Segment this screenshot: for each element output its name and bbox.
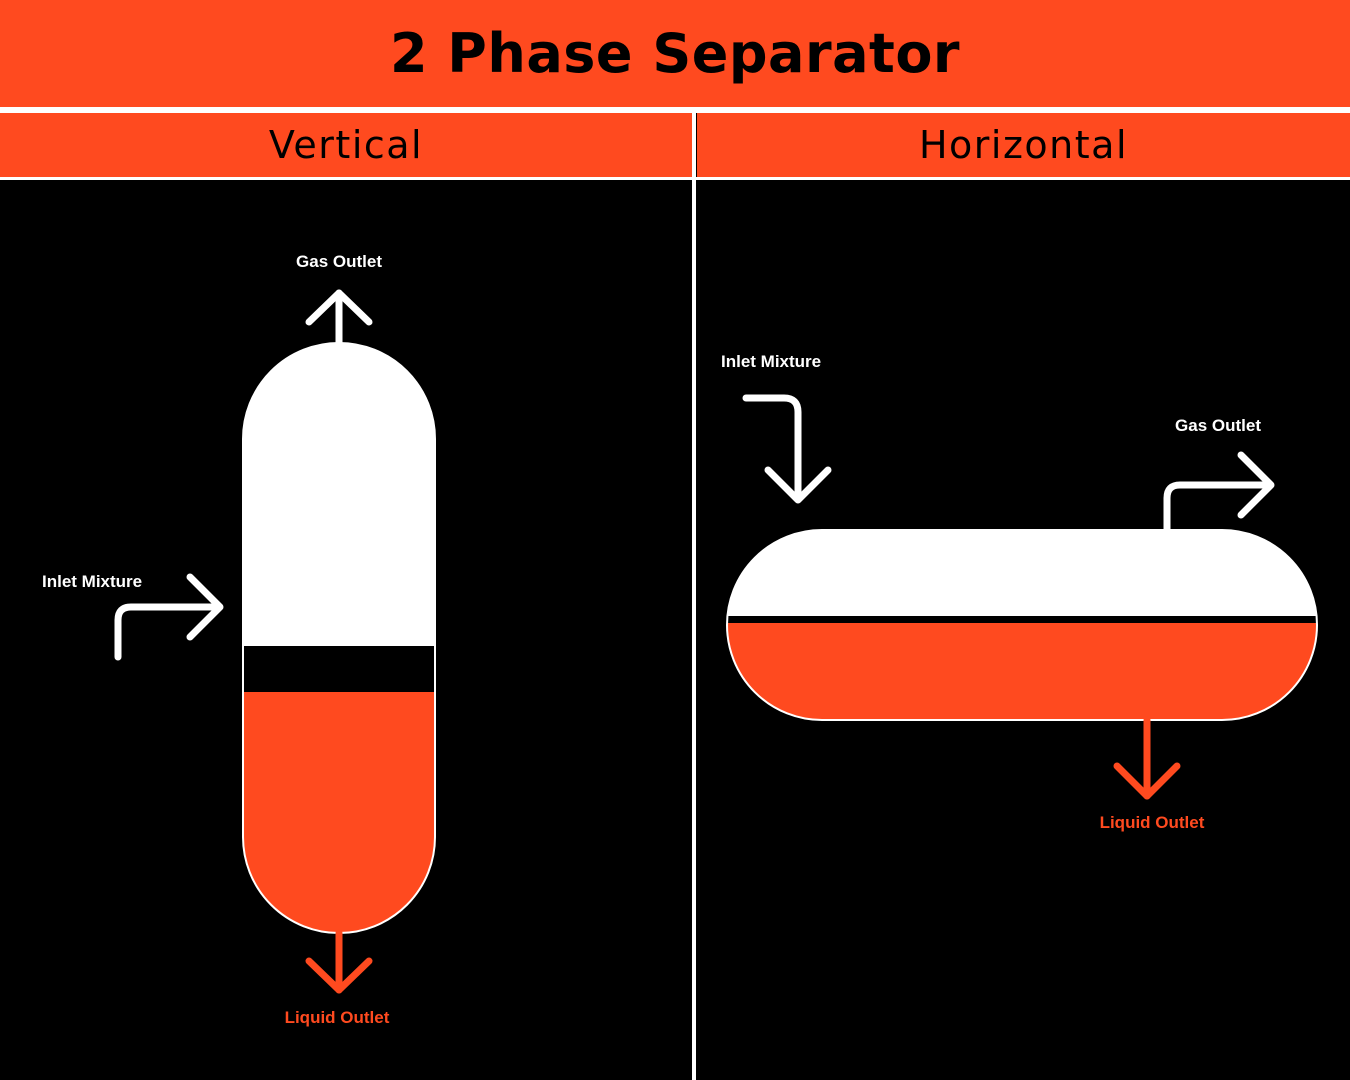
gas-outlet-label: Gas Outlet — [1175, 416, 1261, 435]
horizontal-separator-diagram: Inlet Mixture Gas Outlet Liquid Outlet — [696, 180, 1350, 1080]
divider-top — [0, 107, 1350, 113]
divider-header — [0, 177, 1350, 180]
inlet-label: Inlet Mixture — [42, 572, 142, 591]
vessel-outline — [726, 529, 1318, 721]
divider-column — [692, 113, 696, 1080]
page-title: 2 Phase Separator — [389, 22, 961, 85]
panel-header-horizontal: Horizontal — [697, 113, 1350, 177]
interface-band — [243, 646, 435, 692]
liquid-outlet-arrow — [1113, 716, 1181, 800]
inlet-arrow — [742, 394, 832, 504]
horizontal-separator-svg: Inlet Mixture Gas Outlet Liquid Outlet — [721, 352, 1318, 832]
liquid-zone — [243, 692, 435, 933]
panel-title-vertical: Vertical — [268, 123, 424, 167]
liquid-outlet-arrow — [305, 929, 373, 994]
inlet-arrow — [114, 573, 224, 661]
vertical-vessel — [243, 343, 435, 933]
liquid-zone — [727, 623, 1317, 720]
liquid-outlet-label: Liquid Outlet — [285, 1008, 390, 1027]
gas-zone — [727, 530, 1317, 616]
inlet-label: Inlet Mixture — [721, 352, 821, 371]
horizontal-vessel — [727, 530, 1317, 720]
panel-header-vertical: Vertical — [0, 113, 692, 177]
vertical-separator-diagram: Gas Outlet Inlet Mixture Liquid Outlet — [0, 180, 692, 1080]
gas-outlet-arrow — [305, 289, 373, 347]
gas-outlet-label: Gas Outlet — [296, 252, 382, 271]
liquid-outlet-label: Liquid Outlet — [1100, 813, 1205, 832]
title-bar: 2 Phase Separator — [0, 0, 1350, 107]
panel-title-horizontal: Horizontal — [918, 123, 1129, 167]
gas-outlet-arrow — [1163, 451, 1275, 534]
interface-line — [727, 616, 1317, 623]
gas-zone — [243, 343, 435, 646]
vertical-separator-svg: Gas Outlet Inlet Mixture Liquid Outlet — [42, 252, 436, 1027]
